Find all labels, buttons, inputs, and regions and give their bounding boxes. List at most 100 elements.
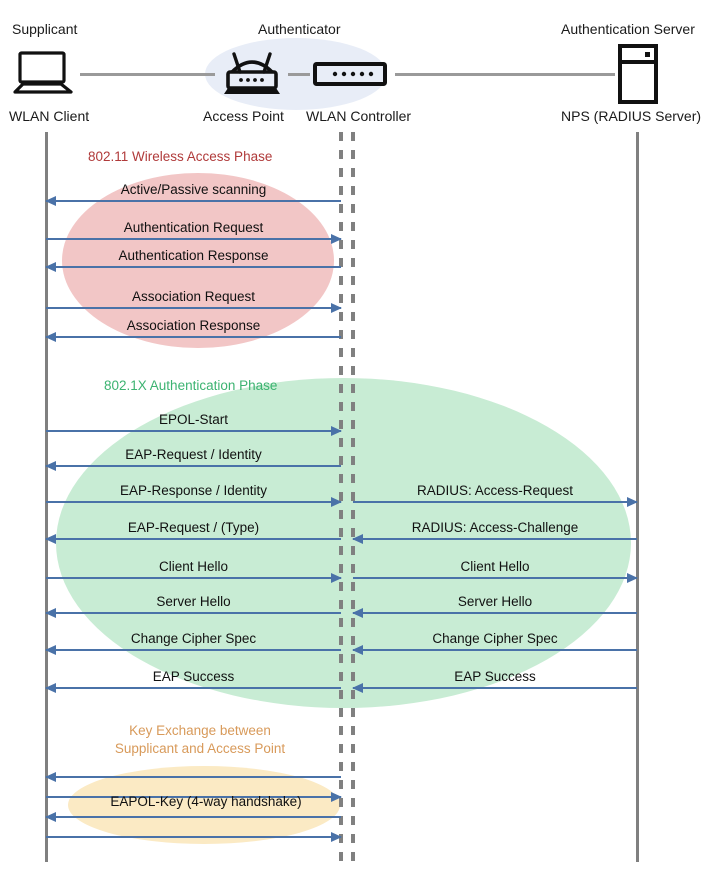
msg-eap-request-identity-arrowhead — [45, 461, 56, 471]
msg-server-hello-left-line — [46, 612, 341, 614]
msg-association-response-label: Association Response — [126, 318, 261, 333]
role-label-authentication-server: Authentication Server — [561, 21, 695, 37]
node-label-wlan-controller: WLAN Controller — [306, 108, 412, 124]
msg-eap-request-type — [45, 534, 341, 544]
msg-eap-success-left-line — [46, 687, 341, 689]
msg-radius-access-request — [353, 497, 638, 507]
msg-eap-request-type-arrowhead — [45, 534, 56, 544]
phase-title-key-exchange: Key Exchange between Supplicant and Acce… — [100, 722, 300, 758]
msg-radius-access-challenge-arrowhead — [352, 534, 363, 544]
msg-authentication-request-label: Authentication Request — [123, 220, 264, 235]
msg-eap-response-identity — [46, 497, 342, 507]
msg-server-hello-left — [45, 608, 341, 618]
server-icon — [616, 44, 660, 104]
msg-change-cipher-spec-right — [352, 645, 637, 655]
msg-active-passive-scanning-arrowhead — [45, 196, 56, 206]
node-label-wlan-client: WLAN Client — [9, 108, 90, 124]
msg-epol-start-arrowhead — [331, 426, 342, 436]
connector-controller-to-server — [395, 73, 615, 76]
msg-authentication-request-line — [46, 238, 341, 240]
msg-change-cipher-spec-right-label: Change Cipher Spec — [432, 631, 558, 646]
msg-eapol-key-3-arrowhead — [45, 812, 56, 822]
msg-eap-success-right-line — [353, 687, 637, 689]
msg-server-hello-left-label: Server Hello — [156, 594, 231, 609]
msg-server-hello-right-label: Server Hello — [457, 594, 533, 609]
msg-eapol-key-4 — [46, 832, 342, 842]
msg-active-passive-scanning — [45, 196, 341, 206]
msg-client-hello-right-arrowhead — [627, 573, 638, 583]
msg-association-request — [46, 303, 342, 313]
phase-title-dot1x-authentication: 802.1X Authentication Phase — [104, 378, 278, 393]
msg-active-passive-scanning-label: Active/Passive scanning — [120, 182, 267, 197]
msg-eap-request-type-label: EAP-Request / (Type) — [127, 520, 260, 535]
msg-change-cipher-spec-left-label: Change Cipher Spec — [130, 631, 257, 646]
phase-title-key-exchange-line1: Key Exchange between — [129, 723, 271, 738]
msg-authentication-response-label: Authentication Response — [118, 248, 269, 263]
msg-server-hello-left-arrowhead — [45, 608, 56, 618]
msg-eapol-key-2 — [46, 792, 342, 802]
msg-client-hello-left-line — [46, 577, 341, 579]
msg-authentication-response-line — [46, 266, 341, 268]
msg-server-hello-right — [352, 608, 637, 618]
msg-eapol-key-4-arrowhead — [331, 832, 342, 842]
msg-radius-access-request-arrowhead — [627, 497, 638, 507]
msg-eap-success-left-label: EAP Success — [152, 669, 235, 684]
msg-active-passive-scanning-line — [46, 200, 341, 202]
msg-eapol-key-2-arrowhead — [331, 792, 342, 802]
msg-eap-response-identity-label: EAP-Response / Identity — [119, 483, 268, 498]
msg-association-response-line — [46, 336, 341, 338]
msg-server-hello-right-arrowhead — [352, 608, 363, 618]
msg-eap-success-right-label: EAP Success — [454, 669, 536, 684]
msg-association-response-arrowhead — [45, 332, 56, 342]
connector-client-to-ap — [80, 73, 215, 76]
msg-eap-response-identity-line — [46, 501, 341, 503]
lifeline-supplicant — [45, 132, 48, 862]
msg-eapol-key-3 — [45, 812, 341, 822]
msg-radius-access-request-line — [353, 501, 637, 503]
msg-eap-success-right — [352, 683, 637, 693]
phase-title-wireless-access: 802.11 Wireless Access Phase — [88, 149, 273, 164]
msg-client-hello-right — [353, 573, 638, 583]
msg-client-hello-left — [46, 573, 342, 583]
laptop-icon — [12, 50, 76, 98]
msg-eap-request-identity — [45, 461, 341, 471]
msg-eap-response-identity-arrowhead — [331, 497, 342, 507]
lifeline-authenticator-b — [351, 132, 355, 862]
msg-association-request-line — [46, 307, 341, 309]
msg-change-cipher-spec-left — [45, 645, 341, 655]
msg-epol-start-line — [46, 430, 341, 432]
msg-change-cipher-spec-right-line — [353, 649, 637, 651]
key-exchange-phase-ellipse — [68, 766, 340, 844]
msg-radius-access-challenge — [352, 534, 637, 544]
msg-authentication-request — [46, 234, 342, 244]
msg-client-hello-left-arrowhead — [331, 573, 342, 583]
label-eapol-key-handshake: EAPOL-Key (4-way handshake) — [110, 794, 302, 809]
msg-eapol-key-4-line — [46, 836, 341, 838]
msg-association-request-label: Association Request — [131, 289, 256, 304]
role-label-supplicant: Supplicant — [12, 21, 78, 37]
msg-epol-start-label: EPOL-Start — [158, 412, 229, 427]
msg-eapol-key-3-line — [46, 816, 341, 818]
msg-eapol-key-1-arrowhead — [45, 772, 56, 782]
msg-radius-access-challenge-line — [353, 538, 637, 540]
msg-authentication-response — [45, 262, 341, 272]
msg-eap-request-identity-line — [46, 465, 341, 467]
msg-eapol-key-1 — [45, 772, 341, 782]
msg-eap-request-identity-label: EAP-Request / Identity — [125, 447, 262, 462]
msg-eap-success-left — [45, 683, 341, 693]
dot1x-phase-ellipse — [56, 378, 631, 708]
msg-client-hello-left-label: Client Hello — [158, 559, 229, 574]
msg-authentication-response-arrowhead — [45, 262, 56, 272]
node-label-access-point: Access Point — [203, 108, 284, 124]
msg-change-cipher-spec-left-line — [46, 649, 341, 651]
msg-client-hello-right-label: Client Hello — [460, 559, 530, 574]
msg-eapol-key-1-line — [46, 776, 341, 778]
wireless-phase-ellipse — [62, 173, 334, 348]
msg-eap-success-left-arrowhead — [45, 683, 56, 693]
msg-client-hello-right-line — [353, 577, 637, 579]
msg-epol-start — [46, 426, 342, 436]
msg-association-request-arrowhead — [331, 303, 342, 313]
msg-eap-request-type-line — [46, 538, 341, 540]
wlan-controller-icon — [313, 60, 387, 88]
